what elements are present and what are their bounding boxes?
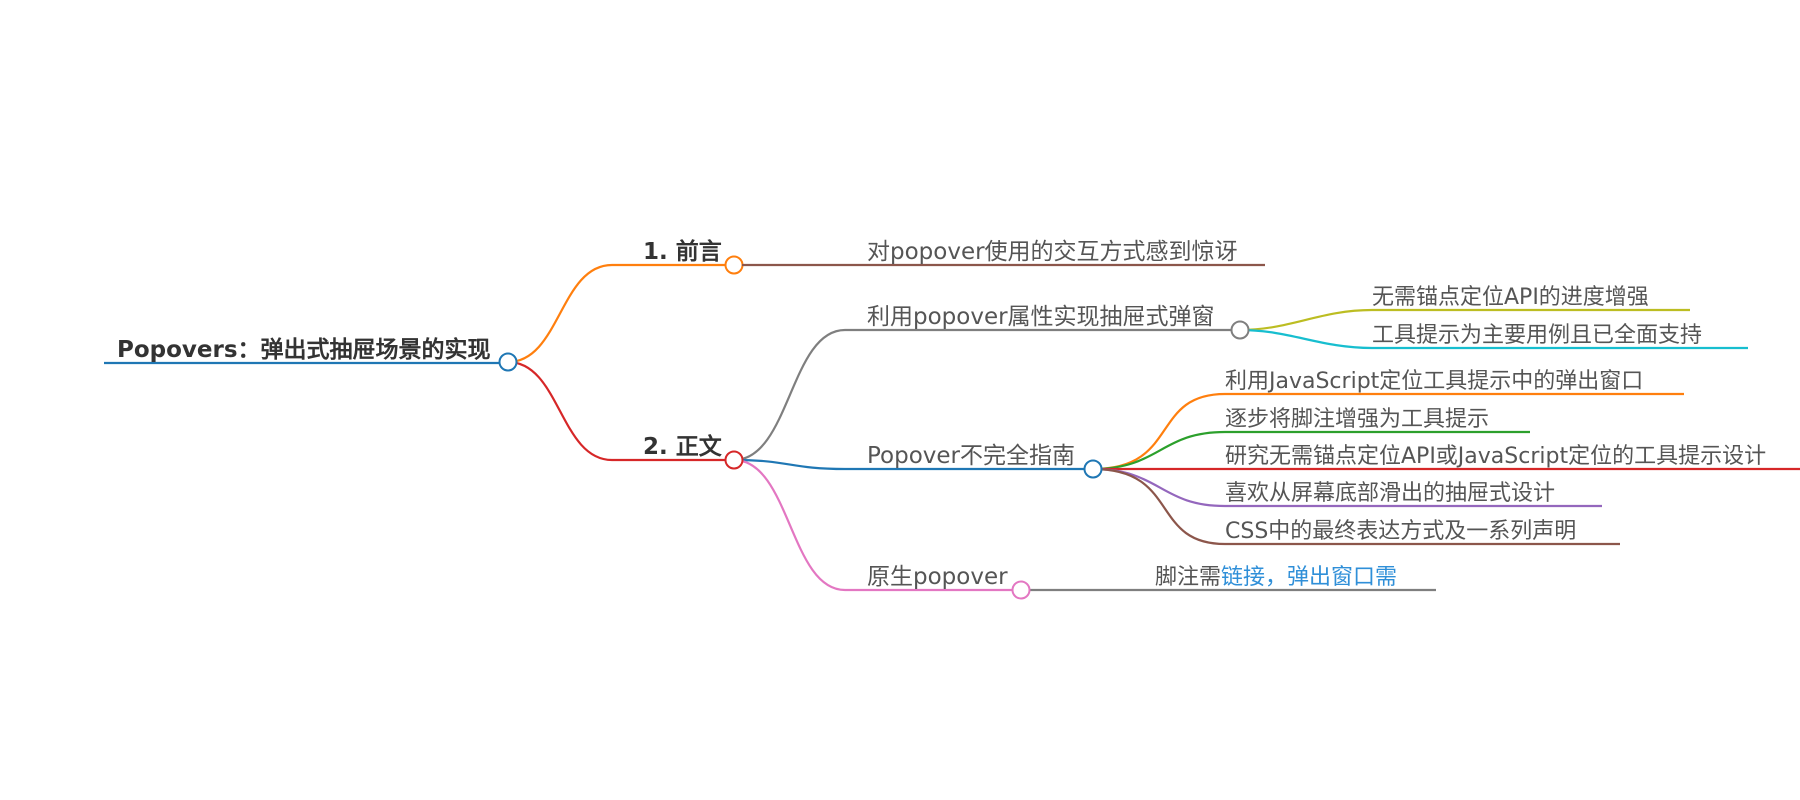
node-footnote-link[interactable]: 脚注需链接，弹出窗口需 xyxy=(1155,565,1397,590)
node-drawer-popover[interactable]: 利用popover属性实现抽屉式弹窗 xyxy=(867,304,1250,340)
edge-drawer-to-tooltip xyxy=(1239,328,1748,350)
node-native-popover[interactable]: 原生popover xyxy=(867,564,1031,600)
node-bottom-slide-drawer[interactable]: 喜欢从屏幕底部滑出的抽屉式设计 xyxy=(1225,481,1555,506)
branch-body-label: 2. 正文 xyxy=(643,433,723,460)
node-native-popover-collapse-toggle[interactable] xyxy=(1011,580,1031,600)
node-css-final-expression[interactable]: CSS中的最终表达方式及一系列声明 xyxy=(1225,519,1576,544)
root-label: Popovers：弹出式抽屉场景的实现 xyxy=(117,336,491,363)
node-popover-guide[interactable]: Popover不完全指南 xyxy=(867,443,1103,479)
node-no-anchor-enhancement[interactable]: 无需锚点定位API的进度增强 xyxy=(1372,285,1649,310)
node-interaction-surprise[interactable]: 对popover使用的交互方式感到惊讶 xyxy=(742,239,1265,267)
node-footnote-to-tooltip[interactable]: 逐步将脚注增强为工具提示 xyxy=(1225,407,1489,432)
edge-body-to-native xyxy=(733,458,1021,592)
node-native-popover-label: 原生popover xyxy=(867,564,1008,590)
root-node[interactable]: Popovers：弹出式抽屉场景的实现 xyxy=(104,336,518,372)
edge-body-to-guide xyxy=(733,458,1090,471)
node-popover-guide-label: Popover不完全指南 xyxy=(867,443,1075,469)
edge-root-to-body xyxy=(507,360,733,462)
node-footnote-link-prefix: 脚注需 xyxy=(1155,565,1221,590)
node-popover-guide-collapse-toggle[interactable] xyxy=(1083,459,1103,479)
connectors xyxy=(507,263,1800,592)
edge-root-to-preface xyxy=(507,263,733,364)
node-drawer-popover-label: 利用popover属性实现抽屉式弹窗 xyxy=(867,304,1215,330)
branch-preface-collapse-toggle[interactable] xyxy=(724,255,744,275)
node-research-tooltip-design[interactable]: 研究无需锚点定位API或JavaScript定位的工具提示设计 xyxy=(1225,444,1766,469)
node-interaction-surprise-label: 对popover使用的交互方式感到惊讶 xyxy=(867,239,1238,265)
edge-drawer-to-no-anchor xyxy=(1239,308,1690,332)
branch-preface-label: 1. 前言 xyxy=(643,238,722,265)
branch-body-collapse-toggle[interactable] xyxy=(724,450,744,470)
root-collapse-toggle[interactable] xyxy=(498,352,518,372)
branch-body[interactable]: 2. 正文 xyxy=(643,433,744,470)
edge-guide-to-footnote xyxy=(1092,430,1530,471)
edge-guide-to-css xyxy=(1092,467,1620,546)
node-drawer-popover-collapse-toggle[interactable] xyxy=(1230,320,1250,340)
branch-preface[interactable]: 1. 前言 xyxy=(643,238,744,275)
edge-body-to-drawer xyxy=(733,328,1237,462)
node-footnote-link-anchor[interactable]: 链接，弹出窗口需 xyxy=(1221,565,1397,590)
node-tooltip-primary-usecase[interactable]: 工具提示为主要用例且已全面支持 xyxy=(1372,323,1702,348)
node-js-position-popover[interactable]: 利用JavaScript定位工具提示中的弹出窗口 xyxy=(1225,369,1643,394)
